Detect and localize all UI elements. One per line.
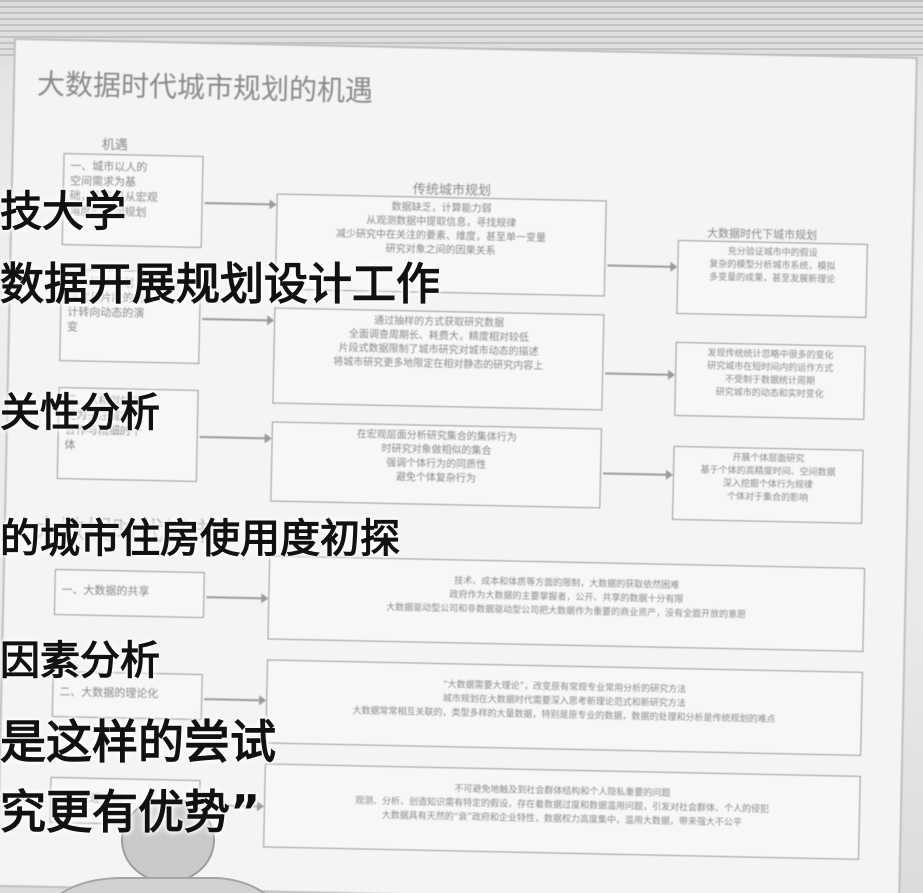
arrow-8 [204, 698, 265, 701]
caption-line-7: 究更有优势” [0, 785, 261, 839]
arrow-7 [206, 596, 267, 599]
bottom-wide-box-2: “大数据需要大理论”，改变原有常规专业常用分析的研究方法 城市规划在大数据时代需… [265, 659, 863, 756]
caption-line-5: 因素分析 [0, 638, 160, 684]
heading-opportunity: 机遇 [101, 137, 128, 154]
bottom-left-box-1: 一、大数据的共享 [53, 568, 205, 619]
arrow-6 [602, 472, 672, 476]
caption-line-3: 关性分析 [0, 390, 160, 436]
middle-box-3: 在宏观层面分析研究集合的集体行为 时研究对象做相似的集合 强调个体行为的同质性 … [270, 421, 602, 509]
arrow-2 [202, 318, 273, 321]
caption-line-1: 技大学 [0, 187, 127, 236]
bottom-wide-box-1: 技术、成本和体质等方面的限制，大数据的获取依然困难 政府作为大数据的主要掌握者，… [267, 555, 866, 652]
slide-title: 大数据时代城市规划的机遇 [36, 67, 374, 108]
right-box-2: 发现传统统计忽略中很多的变化 研究城市在短时间内的运作方式 不受制于数据统计周期… [674, 341, 866, 420]
right-box-1: 充分验证城市中的假设 复杂的模型分析城市系统，模拟 多变量的成果，甚至发展新理论 [676, 239, 868, 318]
arrow-3 [199, 435, 270, 439]
caption-line-6: 是这样的尝试 [0, 715, 276, 769]
presenter-silhouette [60, 800, 266, 893]
bottom-wide-box-3: 不可避免地触及到社会群体结构和个人隐私重要的问题 观测、分析、创造知识需有特定的… [263, 763, 861, 860]
right-box-3: 开展个体层面研究 基于个体的高精度时间、空间数据 深入挖掘个体行为规律 个体对于… [672, 445, 864, 524]
middle-box-2: 通过抽样的方式获取研究数据 全面调查周期长、耗费大，精度相对较低 片段式数据限制… [272, 307, 605, 411]
caption-line-4: 的城市住房使用度初探 [0, 516, 400, 562]
caption-line-2: 数据开展规划设计工作 [0, 259, 440, 310]
arrow-5 [605, 372, 674, 376]
arrow-4 [607, 264, 676, 268]
arrow-1 [204, 202, 275, 205]
